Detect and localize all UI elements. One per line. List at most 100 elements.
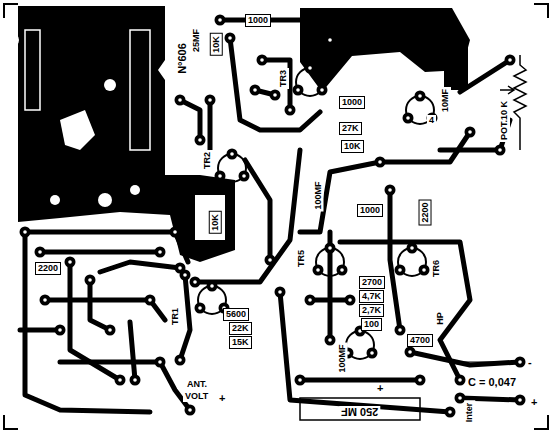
drill-hole (253, 88, 257, 92)
solder-pad (257, 55, 268, 66)
drill-hole (230, 152, 234, 156)
drill-hole (23, 230, 27, 234)
solder-pad (20, 227, 31, 238)
transistor-label: TR1 (170, 306, 181, 327)
transistor-label: TR3 (278, 68, 289, 89)
resistor-value: 27K (339, 122, 362, 135)
solder-pad (325, 335, 336, 346)
polarity-mark: + (375, 383, 385, 394)
copper-pour (300, 8, 470, 92)
solder-pad (65, 257, 76, 268)
drill-hole (410, 246, 414, 250)
drill-hole (118, 378, 122, 382)
drill-hole (398, 328, 402, 332)
drill-hole (316, 268, 320, 272)
solder-pad (515, 395, 526, 406)
drill-hole (268, 258, 272, 262)
drill-hole (518, 360, 522, 364)
solder-pad (170, 227, 181, 238)
solder-pad (385, 185, 396, 196)
drill-hole (242, 174, 246, 178)
solder-pad (225, 33, 236, 44)
resistor-value: 5600 (223, 308, 249, 321)
resistor-value: 4700 (407, 334, 433, 347)
drill-hole (188, 408, 192, 412)
solder-pad (325, 35, 336, 46)
drill-hole (58, 328, 62, 332)
drill-hole (340, 268, 344, 272)
solder-pad (227, 149, 238, 160)
solder-pad (465, 127, 476, 138)
solder-pad (419, 265, 430, 276)
drill-hole (406, 116, 410, 120)
drill-hole (398, 268, 402, 272)
transistor-label: TR5 (296, 248, 307, 269)
solder-pad (105, 325, 116, 336)
drill-hole (228, 36, 232, 40)
capacitor-value: 100MF (337, 342, 348, 374)
solder-pad (40, 295, 51, 306)
solder-pad (115, 375, 126, 386)
drill-hole (273, 93, 277, 97)
drill-hole (296, 88, 300, 92)
transistor-outlines (198, 68, 434, 359)
solder-pad (195, 135, 206, 146)
lead-lines (462, 362, 520, 400)
solder-pad (190, 277, 201, 288)
solder-pad (205, 95, 216, 106)
drill-hole (278, 290, 282, 294)
solder-pad (185, 405, 196, 416)
drill-hole (158, 250, 162, 254)
resistor-value: 4,7K (359, 290, 384, 303)
solder-pad (313, 265, 324, 276)
drill-hole (173, 230, 177, 234)
solder-pad (337, 265, 348, 276)
capacitor-outline (300, 398, 420, 420)
solder-pad (35, 247, 46, 258)
resistor-value: 2,7K (359, 304, 384, 317)
drill-hole (378, 160, 382, 164)
drill-hole (158, 360, 162, 364)
solder-pad (207, 281, 218, 292)
capacitor-value: 100MF (313, 179, 324, 211)
drill-hole (418, 94, 422, 98)
solder-pad (295, 375, 306, 386)
resistor-value: 2200 (35, 262, 61, 275)
solder-pad (415, 375, 426, 386)
potentiometer-value: POT.10 K (499, 99, 510, 142)
solder-pad (505, 55, 516, 66)
drill-hole (348, 298, 352, 302)
terminal-label: ANT. (185, 379, 209, 390)
resistor-value: 100 (361, 318, 382, 331)
drill-hole (418, 378, 422, 382)
drill-hole (38, 250, 42, 254)
drill-hole (178, 358, 182, 362)
solder-pad (305, 63, 316, 74)
polarity-mark: + (529, 397, 539, 408)
pad-group (20, 15, 526, 418)
drill-hole (498, 148, 502, 152)
solder-pad (175, 355, 186, 366)
drill-hole (178, 98, 182, 102)
resistor-value: 10K (341, 140, 364, 153)
drill-hole (320, 88, 324, 92)
capacitor-value: 250 MF (339, 406, 380, 417)
solder-pad (239, 171, 250, 182)
solder-pad (155, 357, 166, 368)
drill-hole (193, 280, 197, 284)
drill-hole (198, 306, 202, 310)
terminal-label: HP (435, 310, 446, 327)
solder-pad (395, 325, 406, 336)
copper-pour (18, 6, 235, 262)
solder-pad (285, 105, 296, 116)
pour-cutouts (5, 30, 225, 240)
polarity-mark: - (526, 357, 534, 368)
solder-pad (293, 85, 304, 96)
polarity-mark: + (217, 393, 227, 404)
drill-hole (458, 378, 462, 382)
drill-hole (210, 284, 214, 288)
solder-pad (215, 15, 226, 26)
solder-pad (180, 270, 191, 281)
